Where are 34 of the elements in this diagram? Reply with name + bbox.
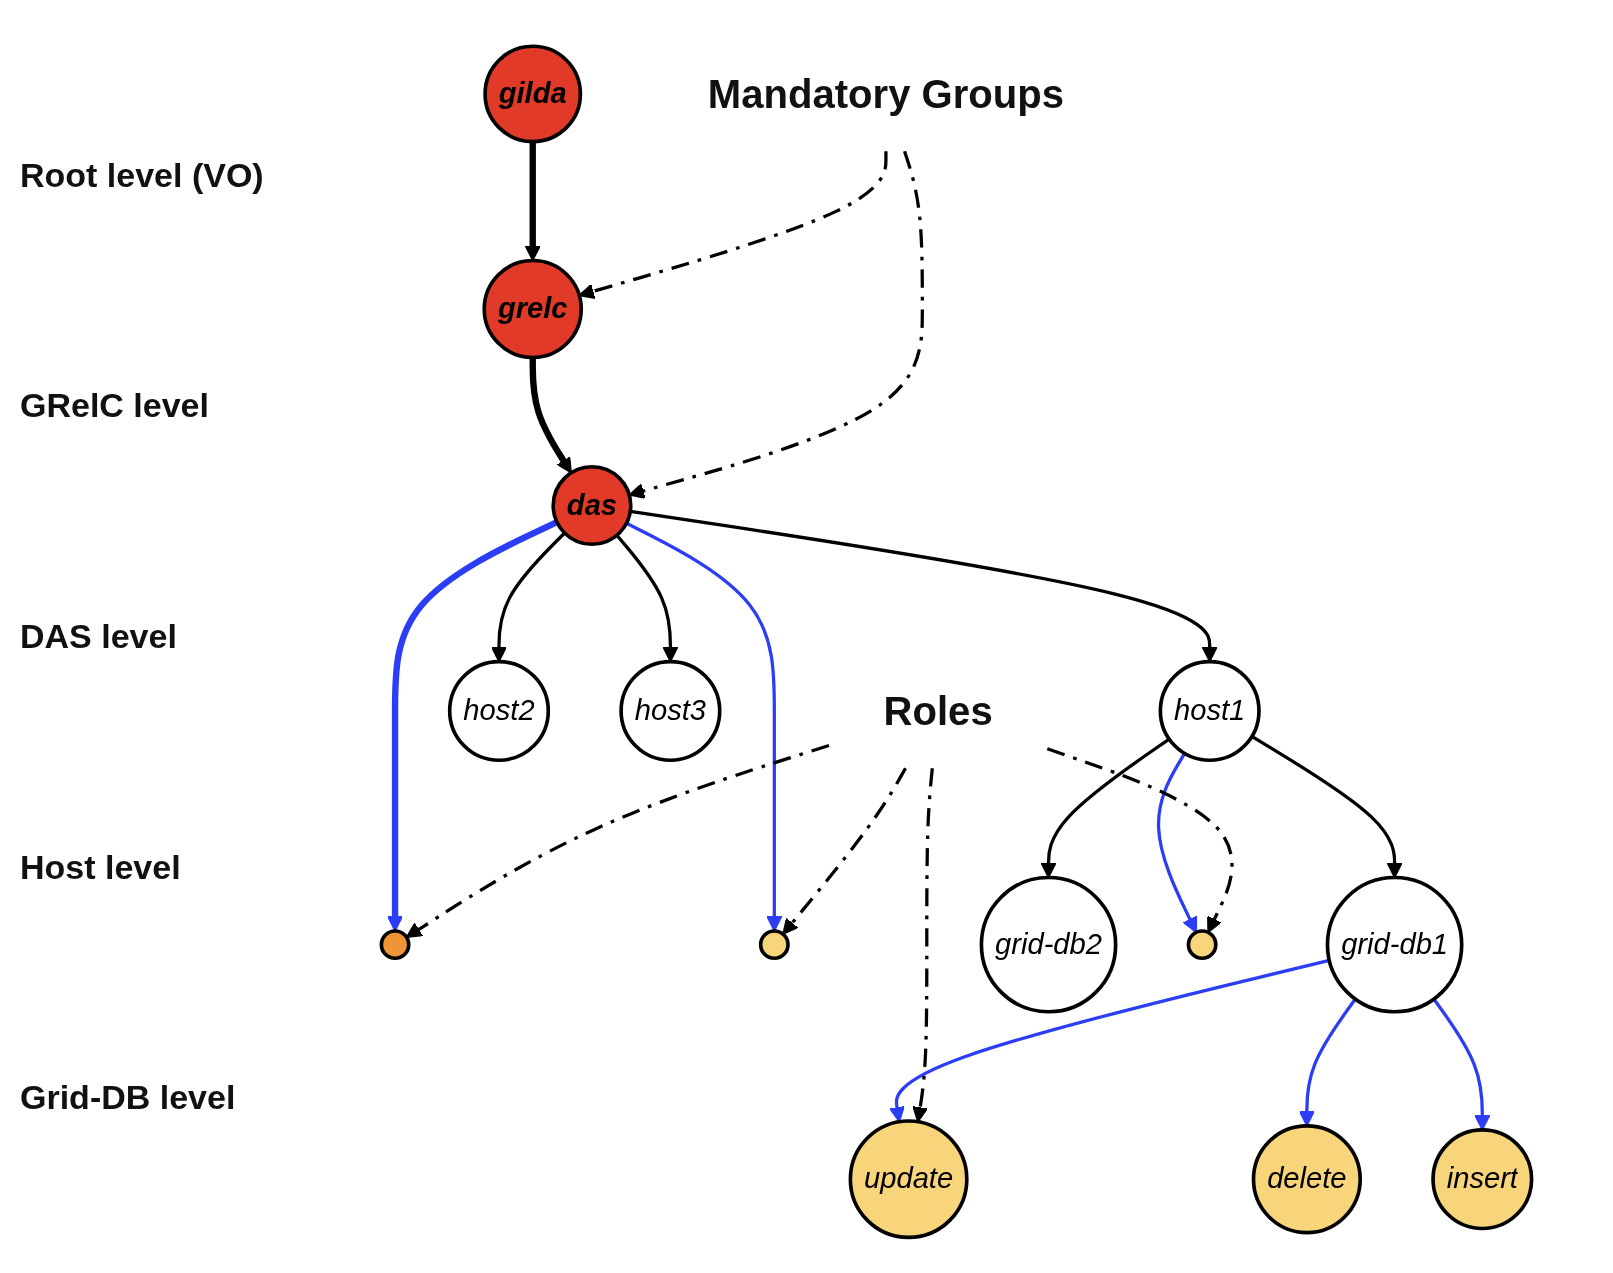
node-circle: grid-db2 xyxy=(979,875,1118,1014)
level-label: DAS level xyxy=(20,617,178,656)
arrow xyxy=(490,531,566,662)
node-circle: insert xyxy=(1431,1127,1534,1230)
arrow xyxy=(889,958,1330,1122)
node-circle: grid-db1 xyxy=(1325,875,1464,1014)
node-circle: das xyxy=(551,464,633,546)
node-text: Roles xyxy=(883,687,993,734)
node-circle: update xyxy=(848,1118,969,1239)
node-circle xyxy=(758,928,790,960)
node-text: Mandatory Groups xyxy=(707,70,1064,117)
node-circle: delete xyxy=(1251,1123,1362,1234)
level-label: GRelC level xyxy=(20,386,210,426)
arrow xyxy=(782,766,907,935)
arrow xyxy=(1156,752,1198,933)
arrow xyxy=(615,533,679,662)
arrow xyxy=(405,743,830,938)
node-circle xyxy=(379,928,411,960)
arrow xyxy=(1040,737,1171,878)
node-circle: host2 xyxy=(447,659,551,762)
arrow xyxy=(912,767,934,1122)
node-circle: grelc xyxy=(482,258,584,359)
arrow xyxy=(529,357,572,474)
node-circle: host1 xyxy=(1158,659,1261,762)
node-circle: host3 xyxy=(619,659,722,762)
arrow xyxy=(524,141,541,261)
node-circle xyxy=(1186,928,1218,960)
arrow xyxy=(1046,746,1234,933)
level-label: Grid-DB level xyxy=(20,1078,237,1118)
level-label: Root level (VO) xyxy=(20,155,265,195)
arrow xyxy=(1251,734,1403,878)
node-circle: gilda xyxy=(483,43,583,143)
level-label: Host level xyxy=(20,847,182,887)
arrow xyxy=(630,509,1218,662)
